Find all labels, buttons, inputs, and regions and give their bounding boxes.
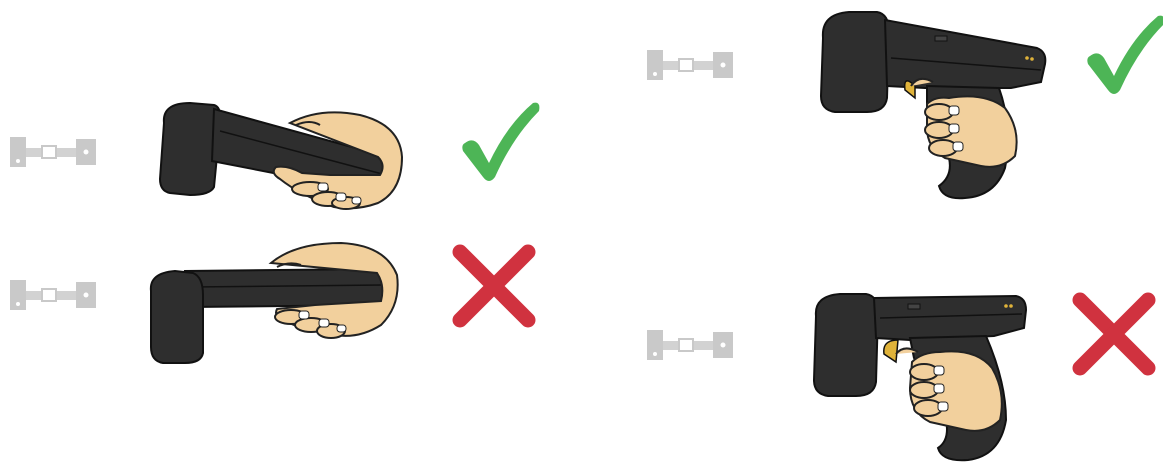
cross-icon: [1068, 288, 1160, 380]
rfid-tag-icon: [645, 328, 735, 362]
rfid-sled-tilted-illustration: [150, 95, 410, 215]
check-icon: [1080, 8, 1163, 98]
cross-icon: [448, 240, 540, 332]
check-icon: [455, 95, 545, 185]
rfid-tag-icon: [8, 135, 98, 169]
pistol-reader-wrong-illustration: [810, 292, 1040, 464]
pistol-reader-correct-illustration: [815, 8, 1055, 203]
rfid-tag-icon: [645, 48, 735, 82]
rfid-sled-level-illustration: [145, 235, 405, 370]
rfid-tag-icon: [8, 278, 98, 312]
